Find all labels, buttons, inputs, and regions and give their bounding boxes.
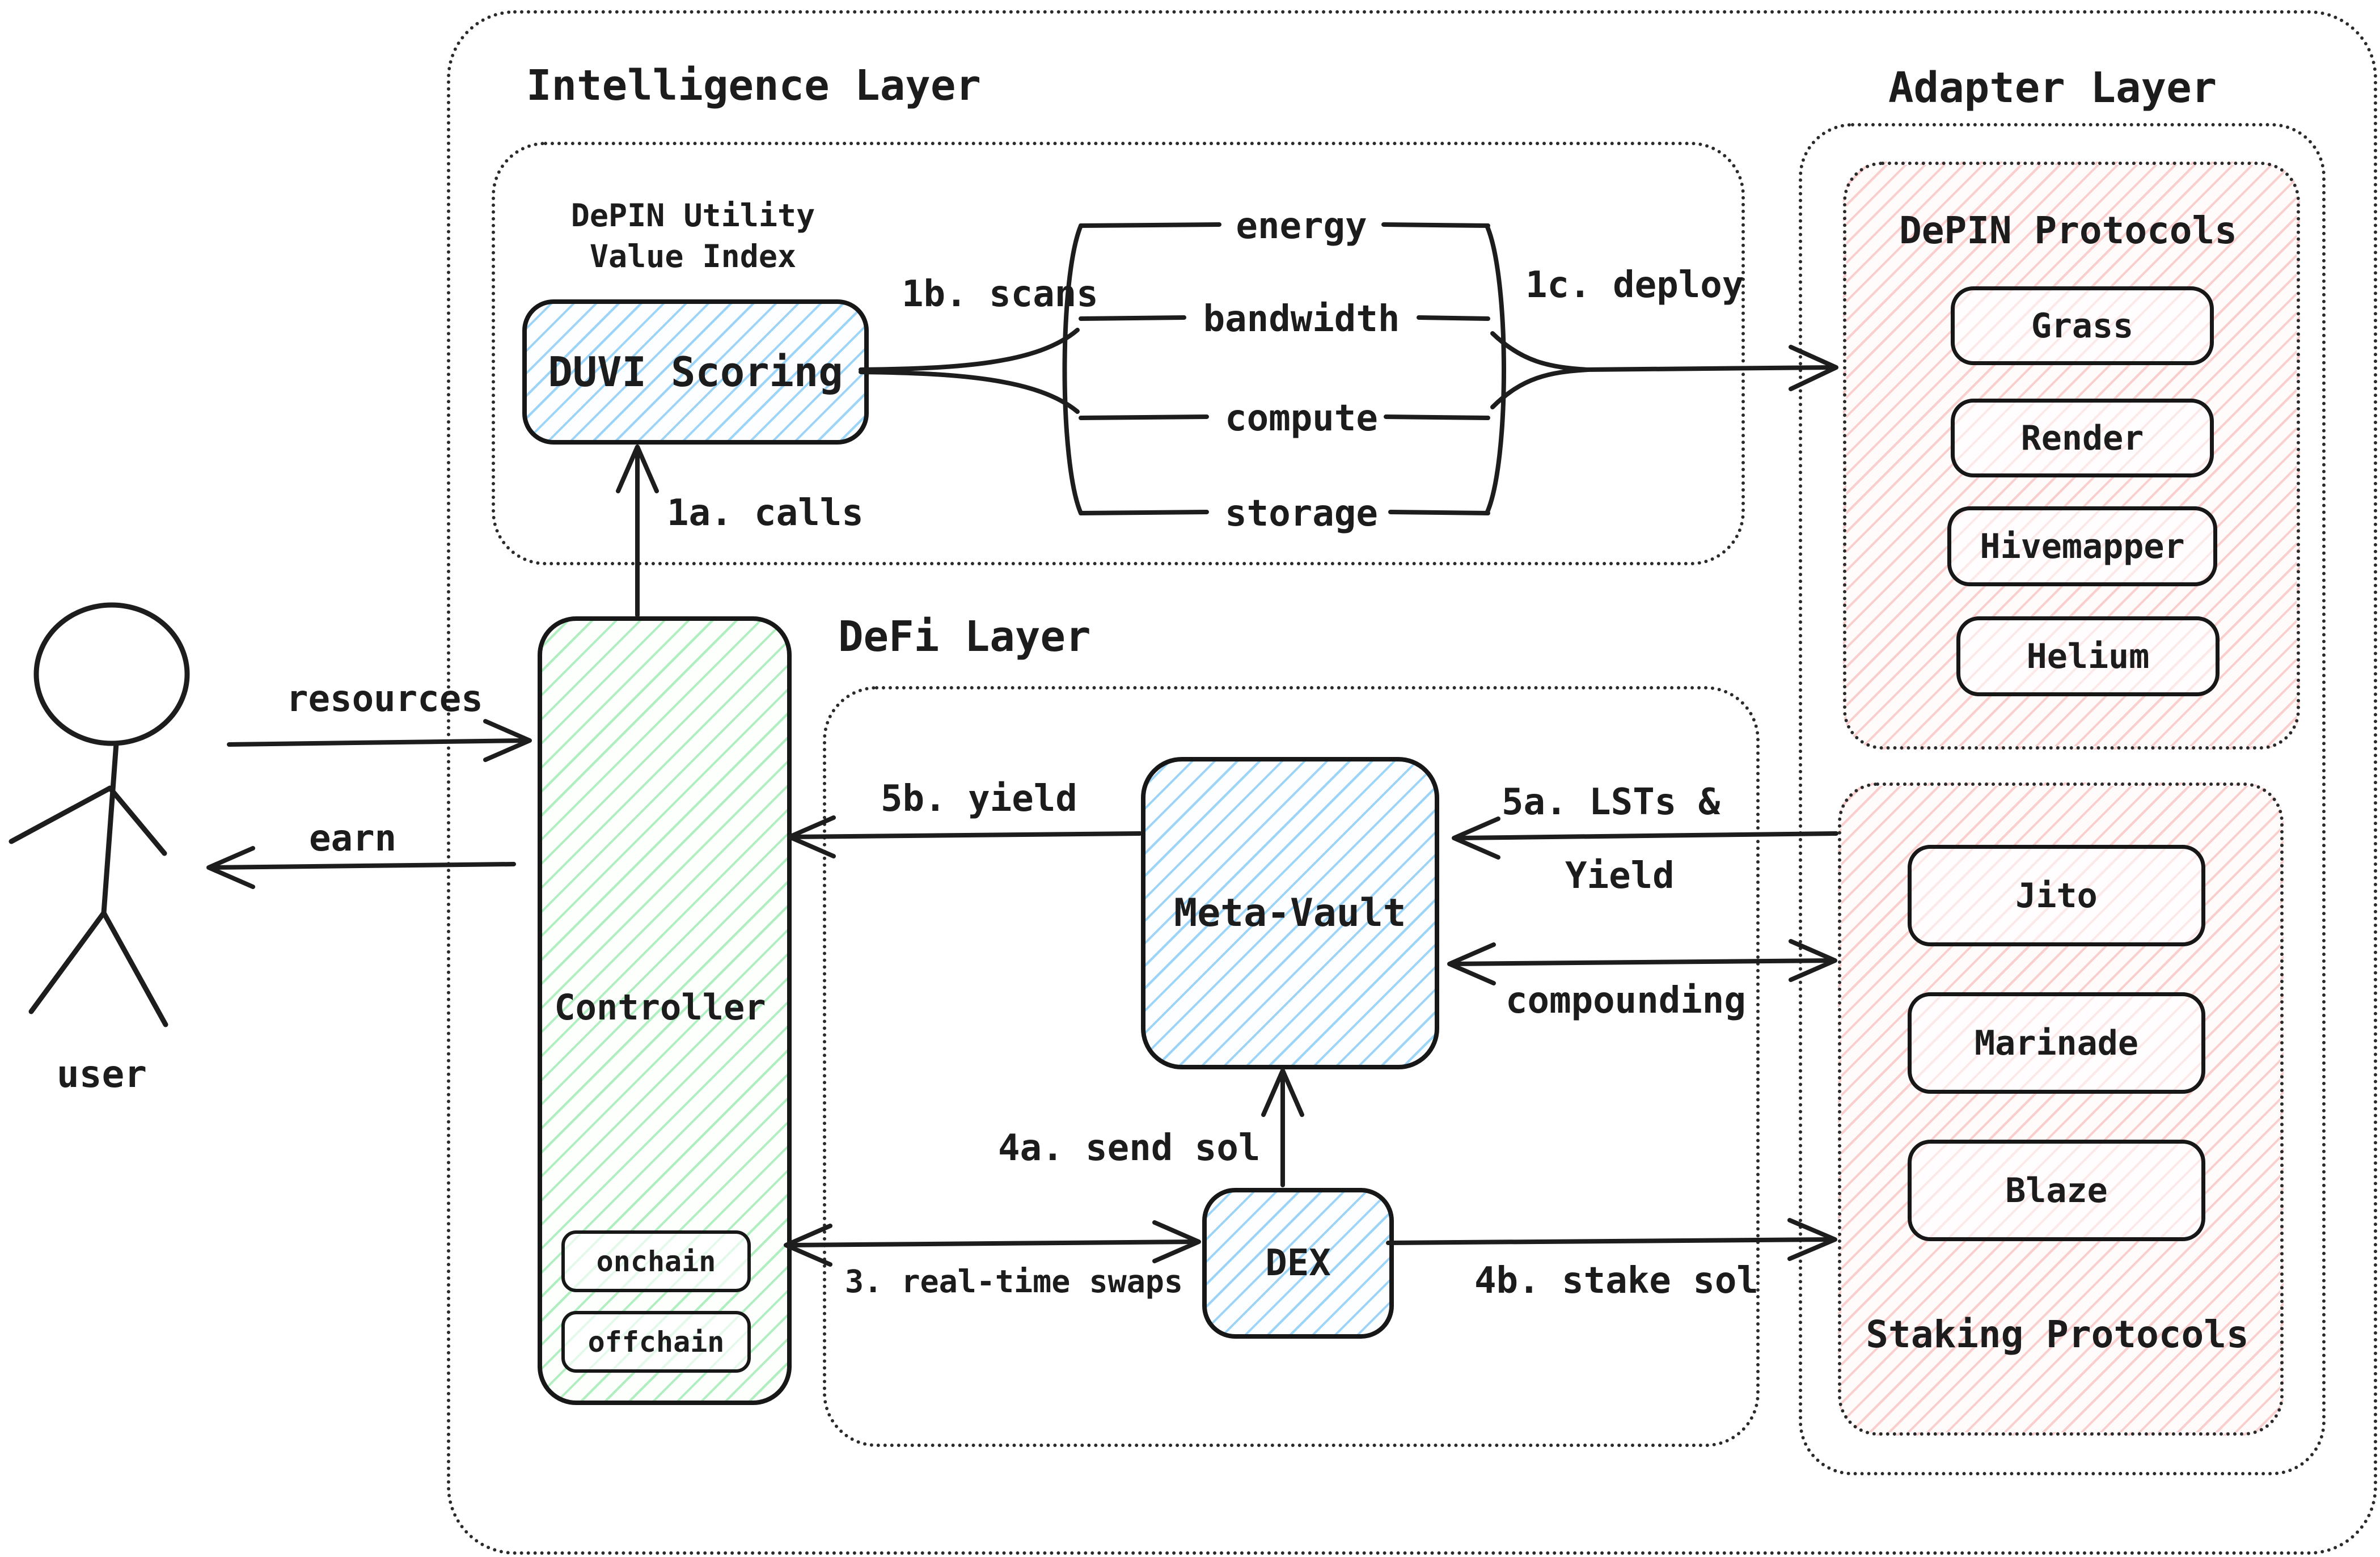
edge-label-compounding: compounding <box>1506 980 1746 1022</box>
onchain-label: onchain <box>596 1245 716 1278</box>
defi-layer-title: DeFi Layer <box>838 612 1091 661</box>
depin-item-hivemapper-label: Hivemapper <box>1980 526 2185 566</box>
staking-item-jito-label: Jito <box>2015 875 2098 916</box>
duvi-scoring-label: DUVI Scoring <box>548 348 843 396</box>
defi-layer-box <box>823 686 1760 1447</box>
scan-item-energy: energy <box>1236 205 1367 247</box>
depin-item-helium-label: Helium <box>2026 636 2150 676</box>
edge-label-3-swaps: 3. real-time swaps <box>845 1263 1183 1300</box>
staking-item-blaze-label: Blaze <box>2005 1170 2108 1211</box>
intelligence-layer-title: Intelligence Layer <box>526 61 981 110</box>
staking-protocols-title: Staking Protocols <box>1866 1313 2249 1356</box>
staking-item-marinade: Marinade <box>1908 992 2205 1094</box>
duvi-caption-line2: Value Index <box>589 238 797 274</box>
controller-mode-onchain: onchain <box>561 1230 751 1292</box>
staking-item-jito: Jito <box>1908 845 2205 946</box>
scan-item-bandwidth: bandwidth <box>1203 298 1400 340</box>
depin-item-hivemapper: Hivemapper <box>1947 506 2217 586</box>
edge-label-resources: resources <box>286 678 483 720</box>
depin-item-grass-label: Grass <box>2031 306 2134 346</box>
staking-item-blaze: Blaze <box>1908 1140 2205 1241</box>
user-stick-figure <box>9 602 190 1027</box>
duvi-scoring-box: DUVI Scoring <box>522 299 869 445</box>
adapter-layer-box <box>1799 123 2326 1475</box>
depin-item-render: Render <box>1951 399 2214 477</box>
edge-label-5b-yield: 5b. yield <box>881 778 1077 820</box>
edge-label-earn: earn <box>309 818 397 860</box>
edge-label-4a-send-sol: 4a. send sol <box>998 1127 1261 1169</box>
meta-vault-label: Meta-Vault <box>1174 891 1406 936</box>
depin-protocols-title: DePIN Protocols <box>1899 209 2238 252</box>
edge-label-5a-lsts-line2: Yield <box>1565 855 1675 897</box>
edge-label-4b-stake-sol: 4b. stake sol <box>1474 1260 1758 1302</box>
controller-mode-offchain: offchain <box>561 1311 751 1373</box>
system-boundary-box <box>447 10 2377 1555</box>
adapter-layer-title: Adapter Layer <box>1888 64 2217 112</box>
user-label: user <box>57 1052 147 1096</box>
intelligence-layer-box <box>492 142 1745 565</box>
depin-item-render-label: Render <box>2020 418 2144 458</box>
staking-item-marinade-label: Marinade <box>1975 1023 2138 1063</box>
edge-label-5a-lsts-line1: 5a. LSTs & <box>1502 781 1720 823</box>
meta-vault-box: Meta-Vault <box>1141 757 1439 1069</box>
depin-item-grass: Grass <box>1951 286 2214 365</box>
controller-label: Controller <box>554 987 766 1028</box>
offchain-label: offchain <box>587 1325 725 1359</box>
duvi-caption-line1: DePIN Utility <box>570 197 815 234</box>
dex-box: DEX <box>1202 1188 1394 1339</box>
dex-label: DEX <box>1265 1242 1331 1284</box>
scan-item-storage: storage <box>1225 493 1378 535</box>
user-head <box>33 602 190 746</box>
edge-label-1b-scans: 1b. scans <box>902 273 1098 315</box>
edge-label-1a-calls: 1a. calls <box>667 492 864 534</box>
scan-item-compute: compute <box>1225 397 1378 439</box>
edge-label-1c-deploy: 1c. deploy <box>1525 264 1744 306</box>
depin-item-helium: Helium <box>1956 616 2220 696</box>
